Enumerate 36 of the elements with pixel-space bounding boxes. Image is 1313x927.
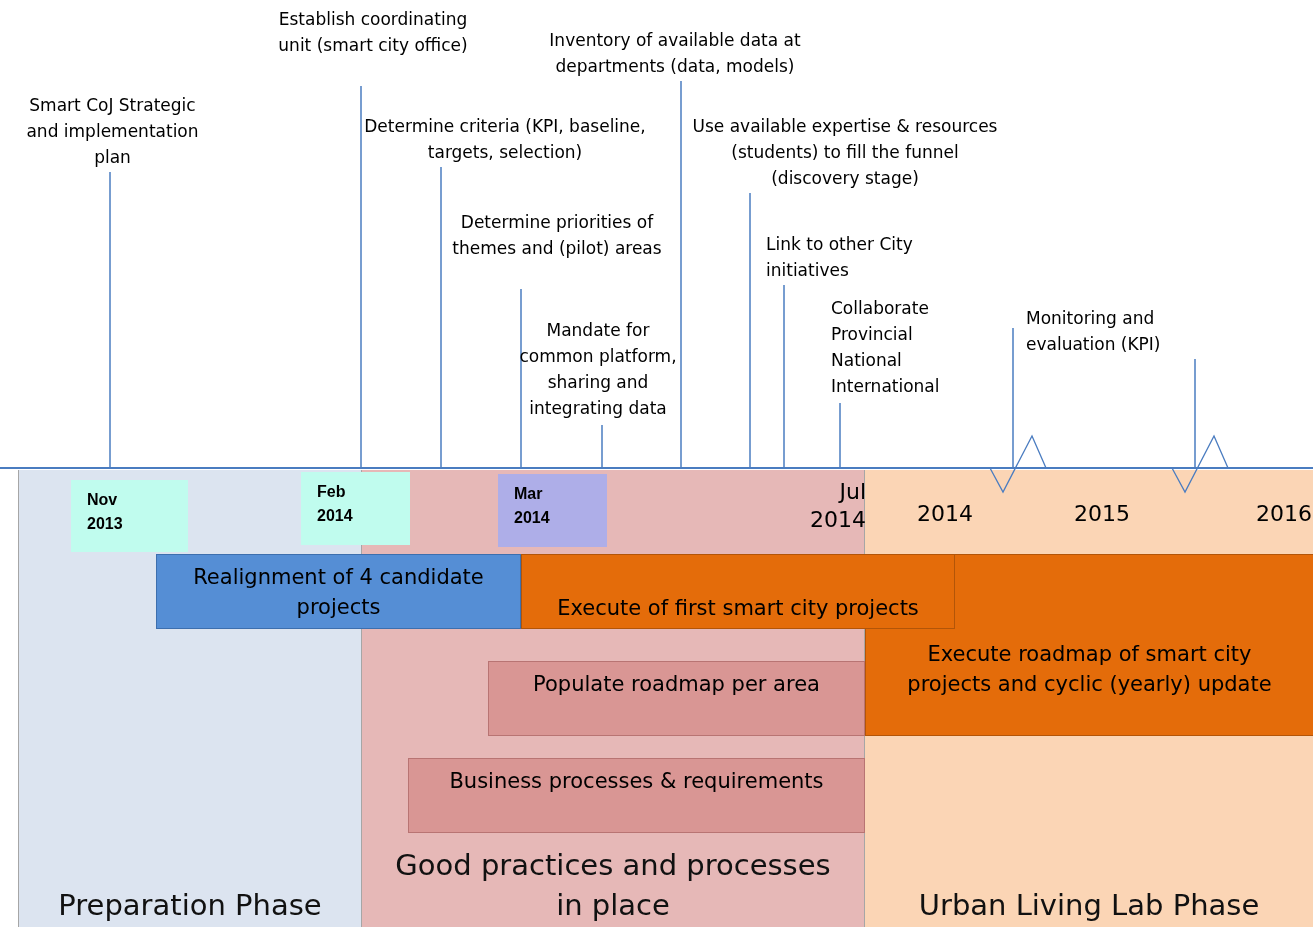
milestone-text: Inventory of available data at departments (data, models) (515, 27, 835, 81)
leader-line (109, 171, 111, 468)
leader-line (749, 192, 751, 468)
task-bar: Populate roadmap per area (488, 661, 865, 736)
leader-line (440, 166, 442, 468)
date-label: 2016 (1255, 500, 1312, 528)
task-bar: Realignment of 4 candidate projects (156, 554, 521, 629)
milestone-text: Smart CoJ Strategic and implementation plan (15, 92, 210, 172)
leader-line (680, 80, 682, 468)
date-box: Nov 2013 (71, 480, 188, 552)
leader-line (1194, 358, 1196, 468)
milestone-text: Collaborate Provincial National International (831, 295, 981, 403)
milestone-text: Determine priorities of themes and (pilot) areas (447, 209, 667, 289)
phase-title: Good practices and processes in place (394, 847, 832, 924)
milestone-text: Establish coordinating unit (smart city office) (268, 6, 478, 86)
leader-line (839, 402, 841, 468)
date-label: 2014 (916, 500, 974, 528)
date-box: Mar 2014 (498, 474, 607, 547)
task-bar: Business processes & requirements (408, 758, 865, 833)
leader-line (783, 284, 785, 468)
leader-line (360, 85, 362, 468)
task-bar: Execute of first smart city projects (521, 554, 955, 629)
date-box: Feb 2014 (301, 472, 410, 545)
milestone-text: Use available expertise & resources (students) to fill the funnel (discovery stage) (690, 113, 1000, 193)
leader-line (601, 424, 603, 468)
milestone-text: Monitoring and evaluation (KPI) (1026, 305, 1196, 359)
date-label: Jul 2014 (809, 478, 866, 534)
leader-line (1012, 327, 1014, 468)
date-label: 2015 (1073, 500, 1131, 528)
leader-line (520, 288, 522, 468)
phase-title: Preparation Phase (57, 887, 323, 924)
milestone-text: Link to other City initiatives (766, 231, 916, 285)
phase-title: Urban Living Lab Phase (917, 887, 1261, 924)
milestone-text: Mandate for common platform, sharing and integrating data (518, 317, 678, 425)
timeline-axis (0, 467, 1313, 469)
milestone-text: Determine criteria (KPI, baseline, targets, selection) (360, 113, 650, 167)
